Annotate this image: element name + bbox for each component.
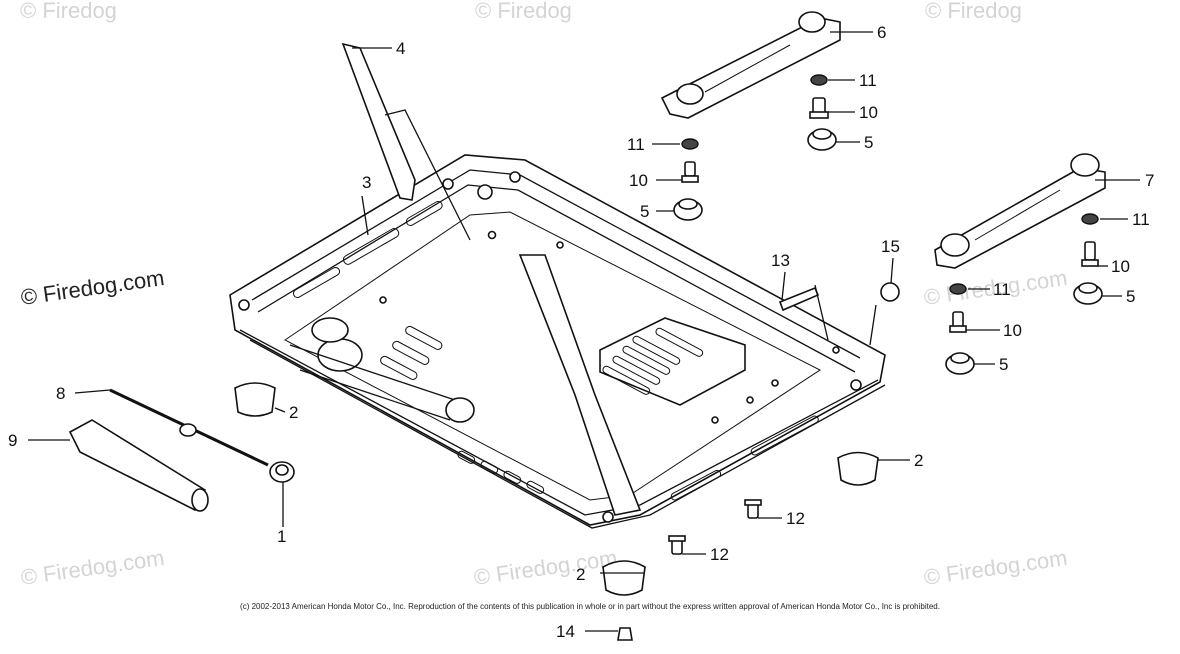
callout-11-mid: 11 [993, 280, 1011, 299]
callout-15: 15 [881, 237, 900, 256]
watermark-bottom-left: © Firedog.com [19, 545, 166, 590]
callout-2-right: 2 [914, 451, 923, 470]
watermark-mid-left: © Firedog.com [19, 265, 166, 310]
callout-8: 8 [56, 384, 65, 403]
callout-11-left: 11 [627, 135, 645, 154]
copyright-notice: (c) 2002-2013 American Honda Motor Co., … [240, 602, 940, 611]
watermark-bottom-center: © Firedog.com [472, 545, 619, 590]
callout-9: 9 [8, 431, 17, 450]
callout-5-left: 5 [640, 202, 649, 221]
callout-7: 7 [1145, 171, 1154, 190]
callout-12-upper: 12 [786, 509, 805, 528]
callout-12-lower: 12 [710, 545, 729, 564]
callout-11-top: 11 [859, 71, 877, 90]
callout-10-left: 10 [629, 171, 648, 190]
callout-6: 6 [877, 23, 886, 42]
callout-11-right: 11 [1132, 210, 1150, 229]
callout-4: 4 [396, 39, 405, 58]
part-4-bracket [341, 42, 471, 241]
callout-5-top: 5 [864, 133, 873, 152]
callout-labels: 4 3 6 7 11 10 5 11 10 5 11 10 5 11 10 5 … [8, 23, 1154, 641]
leader-lines [28, 31, 1140, 632]
callout-10-mid: 10 [1003, 321, 1022, 340]
callout-3: 3 [362, 173, 371, 192]
callout-5-right: 5 [1126, 287, 1135, 306]
watermark-top-left: © Firedog [20, 0, 117, 23]
watermark-top-right: © Firedog [925, 0, 1022, 23]
watermark-bottom-right: © Firedog.com [922, 545, 1069, 590]
callout-10-right: 10 [1111, 257, 1130, 276]
main-frame [229, 154, 886, 529]
hardware [68, 74, 1103, 641]
callout-14: 14 [556, 622, 575, 641]
watermark-top-center: © Firedog [475, 0, 572, 23]
callout-2-bottom: 2 [576, 565, 585, 584]
callout-10-top: 10 [859, 103, 878, 122]
callout-2-left: 2 [289, 403, 298, 422]
callout-13: 13 [771, 251, 790, 270]
part-7-plate [934, 153, 1106, 269]
callout-1: 1 [277, 527, 286, 546]
callout-5-mid: 5 [999, 355, 1008, 374]
part-6-plate [660, 11, 841, 119]
